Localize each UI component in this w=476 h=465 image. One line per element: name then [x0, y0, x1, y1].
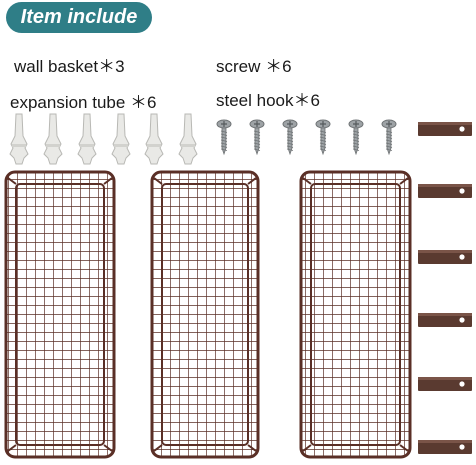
screw-icon [348, 119, 364, 156]
screw-label: screw ＊6 [216, 57, 292, 76]
screw-icon [381, 119, 397, 156]
wall-basket-label: wall basket＊3 [14, 57, 125, 76]
item-include-badge: Item include [6, 2, 152, 33]
screw-icon [249, 119, 265, 156]
screw-icon [315, 119, 331, 156]
expansion-tube-icon [178, 113, 198, 165]
expansion-tube-icon [9, 113, 29, 165]
steel-hook-icon [418, 122, 472, 136]
screw-icon [216, 119, 232, 156]
steel-hook-icon [418, 250, 472, 264]
steel-hook-icon [418, 440, 472, 454]
expansion-tube-icon [144, 113, 164, 165]
steel-hook-label: steel hook＊6 [216, 91, 320, 110]
expansion-tube-icon [111, 113, 131, 165]
wire-basket-icon [150, 170, 260, 459]
expansion-tube-icon [43, 113, 63, 165]
badge-title: Item include [20, 6, 138, 28]
expansion-tube-label: expansion tube ＊6 [10, 93, 157, 112]
steel-hook-icon [418, 313, 472, 327]
screw-icon [282, 119, 298, 156]
steel-hook-icon [418, 184, 472, 198]
expansion-tube-icon [77, 113, 97, 165]
wire-basket-icon [299, 170, 412, 459]
steel-hook-icon [418, 377, 472, 391]
wire-basket-icon [4, 170, 116, 459]
